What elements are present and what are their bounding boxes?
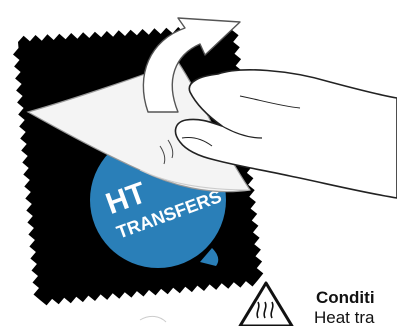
- instruction-title: Conditi: [316, 288, 375, 308]
- scrap-mark: [140, 316, 166, 322]
- heat-warning-triangle-icon: [240, 283, 292, 326]
- instruction-body: Heat tra: [314, 308, 374, 328]
